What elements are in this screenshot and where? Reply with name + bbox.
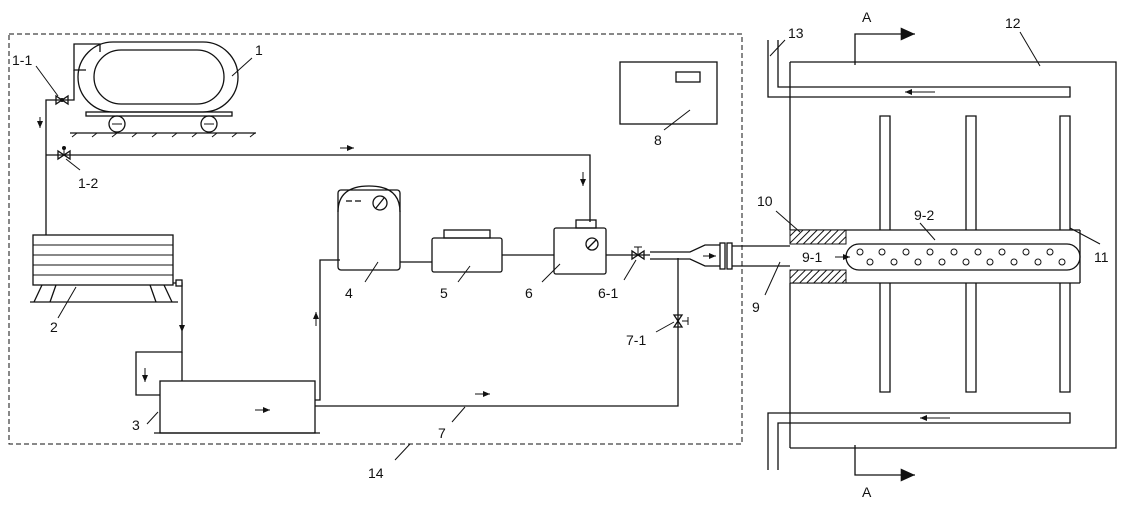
label-9-2: 9-2 — [914, 207, 934, 223]
buffer-tank — [154, 381, 320, 433]
label-9: 9 — [752, 299, 760, 315]
valve-7-1 — [674, 315, 688, 327]
label-12: 12 — [1005, 15, 1021, 31]
label-7-1: 7-1 — [626, 332, 646, 348]
vaporizer — [30, 235, 178, 302]
label-8: 8 — [654, 132, 662, 148]
flange-coupling — [720, 243, 732, 269]
valve-1-2 — [58, 146, 70, 159]
label-13: 13 — [788, 25, 804, 41]
section-label-top: A — [862, 9, 872, 25]
label-1-1: 1-1 — [12, 52, 32, 68]
seal-10-bottom — [790, 270, 846, 283]
label-9-1: 9-1 — [802, 249, 822, 265]
system-boundary — [9, 34, 742, 444]
heater — [554, 220, 606, 274]
control-box — [620, 62, 717, 124]
cooler — [432, 230, 502, 272]
label-1: 1 — [255, 42, 263, 58]
section-label-bottom: A — [862, 484, 872, 500]
label-6: 6 — [525, 285, 533, 301]
tank-truck — [70, 42, 256, 137]
label-11: 11 — [1094, 249, 1109, 265]
label-6-1: 6-1 — [598, 285, 618, 301]
seal-10 — [790, 230, 846, 244]
perforated-segment — [857, 249, 1065, 265]
valve-6-1 — [632, 247, 644, 259]
label-7: 7 — [438, 425, 446, 441]
label-14: 14 — [368, 465, 384, 481]
label-3: 3 — [132, 417, 140, 433]
label-1-2: 1-2 — [78, 175, 98, 191]
label-5: 5 — [440, 285, 448, 301]
label-4: 4 — [345, 285, 353, 301]
label-10: 10 — [757, 193, 773, 209]
label-2: 2 — [50, 319, 58, 335]
leader-lines — [36, 32, 1100, 460]
compressor — [338, 186, 400, 270]
